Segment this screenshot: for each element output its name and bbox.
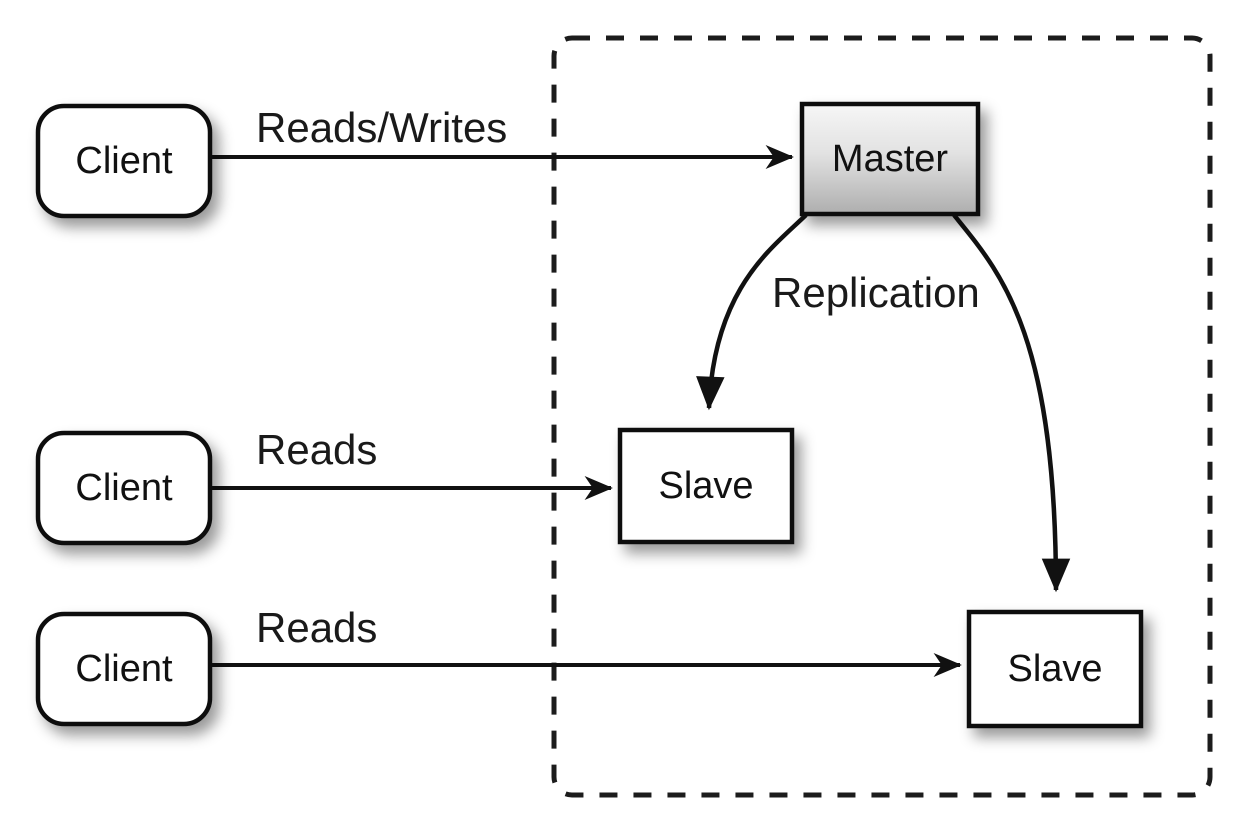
edge-master-slave1 xyxy=(696,213,808,411)
node-slave-1-label: Slave xyxy=(658,465,753,507)
node-client-3-label: Client xyxy=(75,648,173,690)
node-slave-1-shape[interactable] xyxy=(617,427,795,545)
node-master-label: Master xyxy=(832,138,948,180)
node-client-2-label: Client xyxy=(75,467,173,509)
edge-label-reads-slave1: Reads xyxy=(256,426,377,473)
node-slave-2[interactable]: Slave xyxy=(966,609,1144,729)
node-client-1-shape[interactable] xyxy=(35,103,213,219)
node-client-1[interactable]: Client xyxy=(35,103,213,219)
edge-master-slave1-curve xyxy=(696,213,808,411)
edge-master-slave2 xyxy=(952,213,1071,593)
node-client-3[interactable]: Client xyxy=(35,611,213,727)
edge-label-reads-slave2: Reads xyxy=(256,604,377,651)
node-client-3-shape[interactable] xyxy=(35,611,213,727)
node-client-1-label: Client xyxy=(75,140,173,182)
edge-label-reads-writes: Reads/Writes xyxy=(256,104,507,151)
node-slave-1[interactable]: Slave xyxy=(617,427,795,545)
node-client-2-shape[interactable] xyxy=(35,430,213,546)
node-slave-2-label: Slave xyxy=(1007,648,1102,690)
node-slave-2-shape[interactable] xyxy=(966,609,1144,729)
edge-master-slave2-curve xyxy=(952,213,1071,593)
edge-label-replication: Replication xyxy=(772,269,980,316)
database-cluster-boundary xyxy=(551,35,1213,798)
node-client-2[interactable]: Client xyxy=(35,430,213,546)
node-master[interactable]: Master xyxy=(799,101,981,217)
node-master-shape[interactable] xyxy=(799,101,981,217)
